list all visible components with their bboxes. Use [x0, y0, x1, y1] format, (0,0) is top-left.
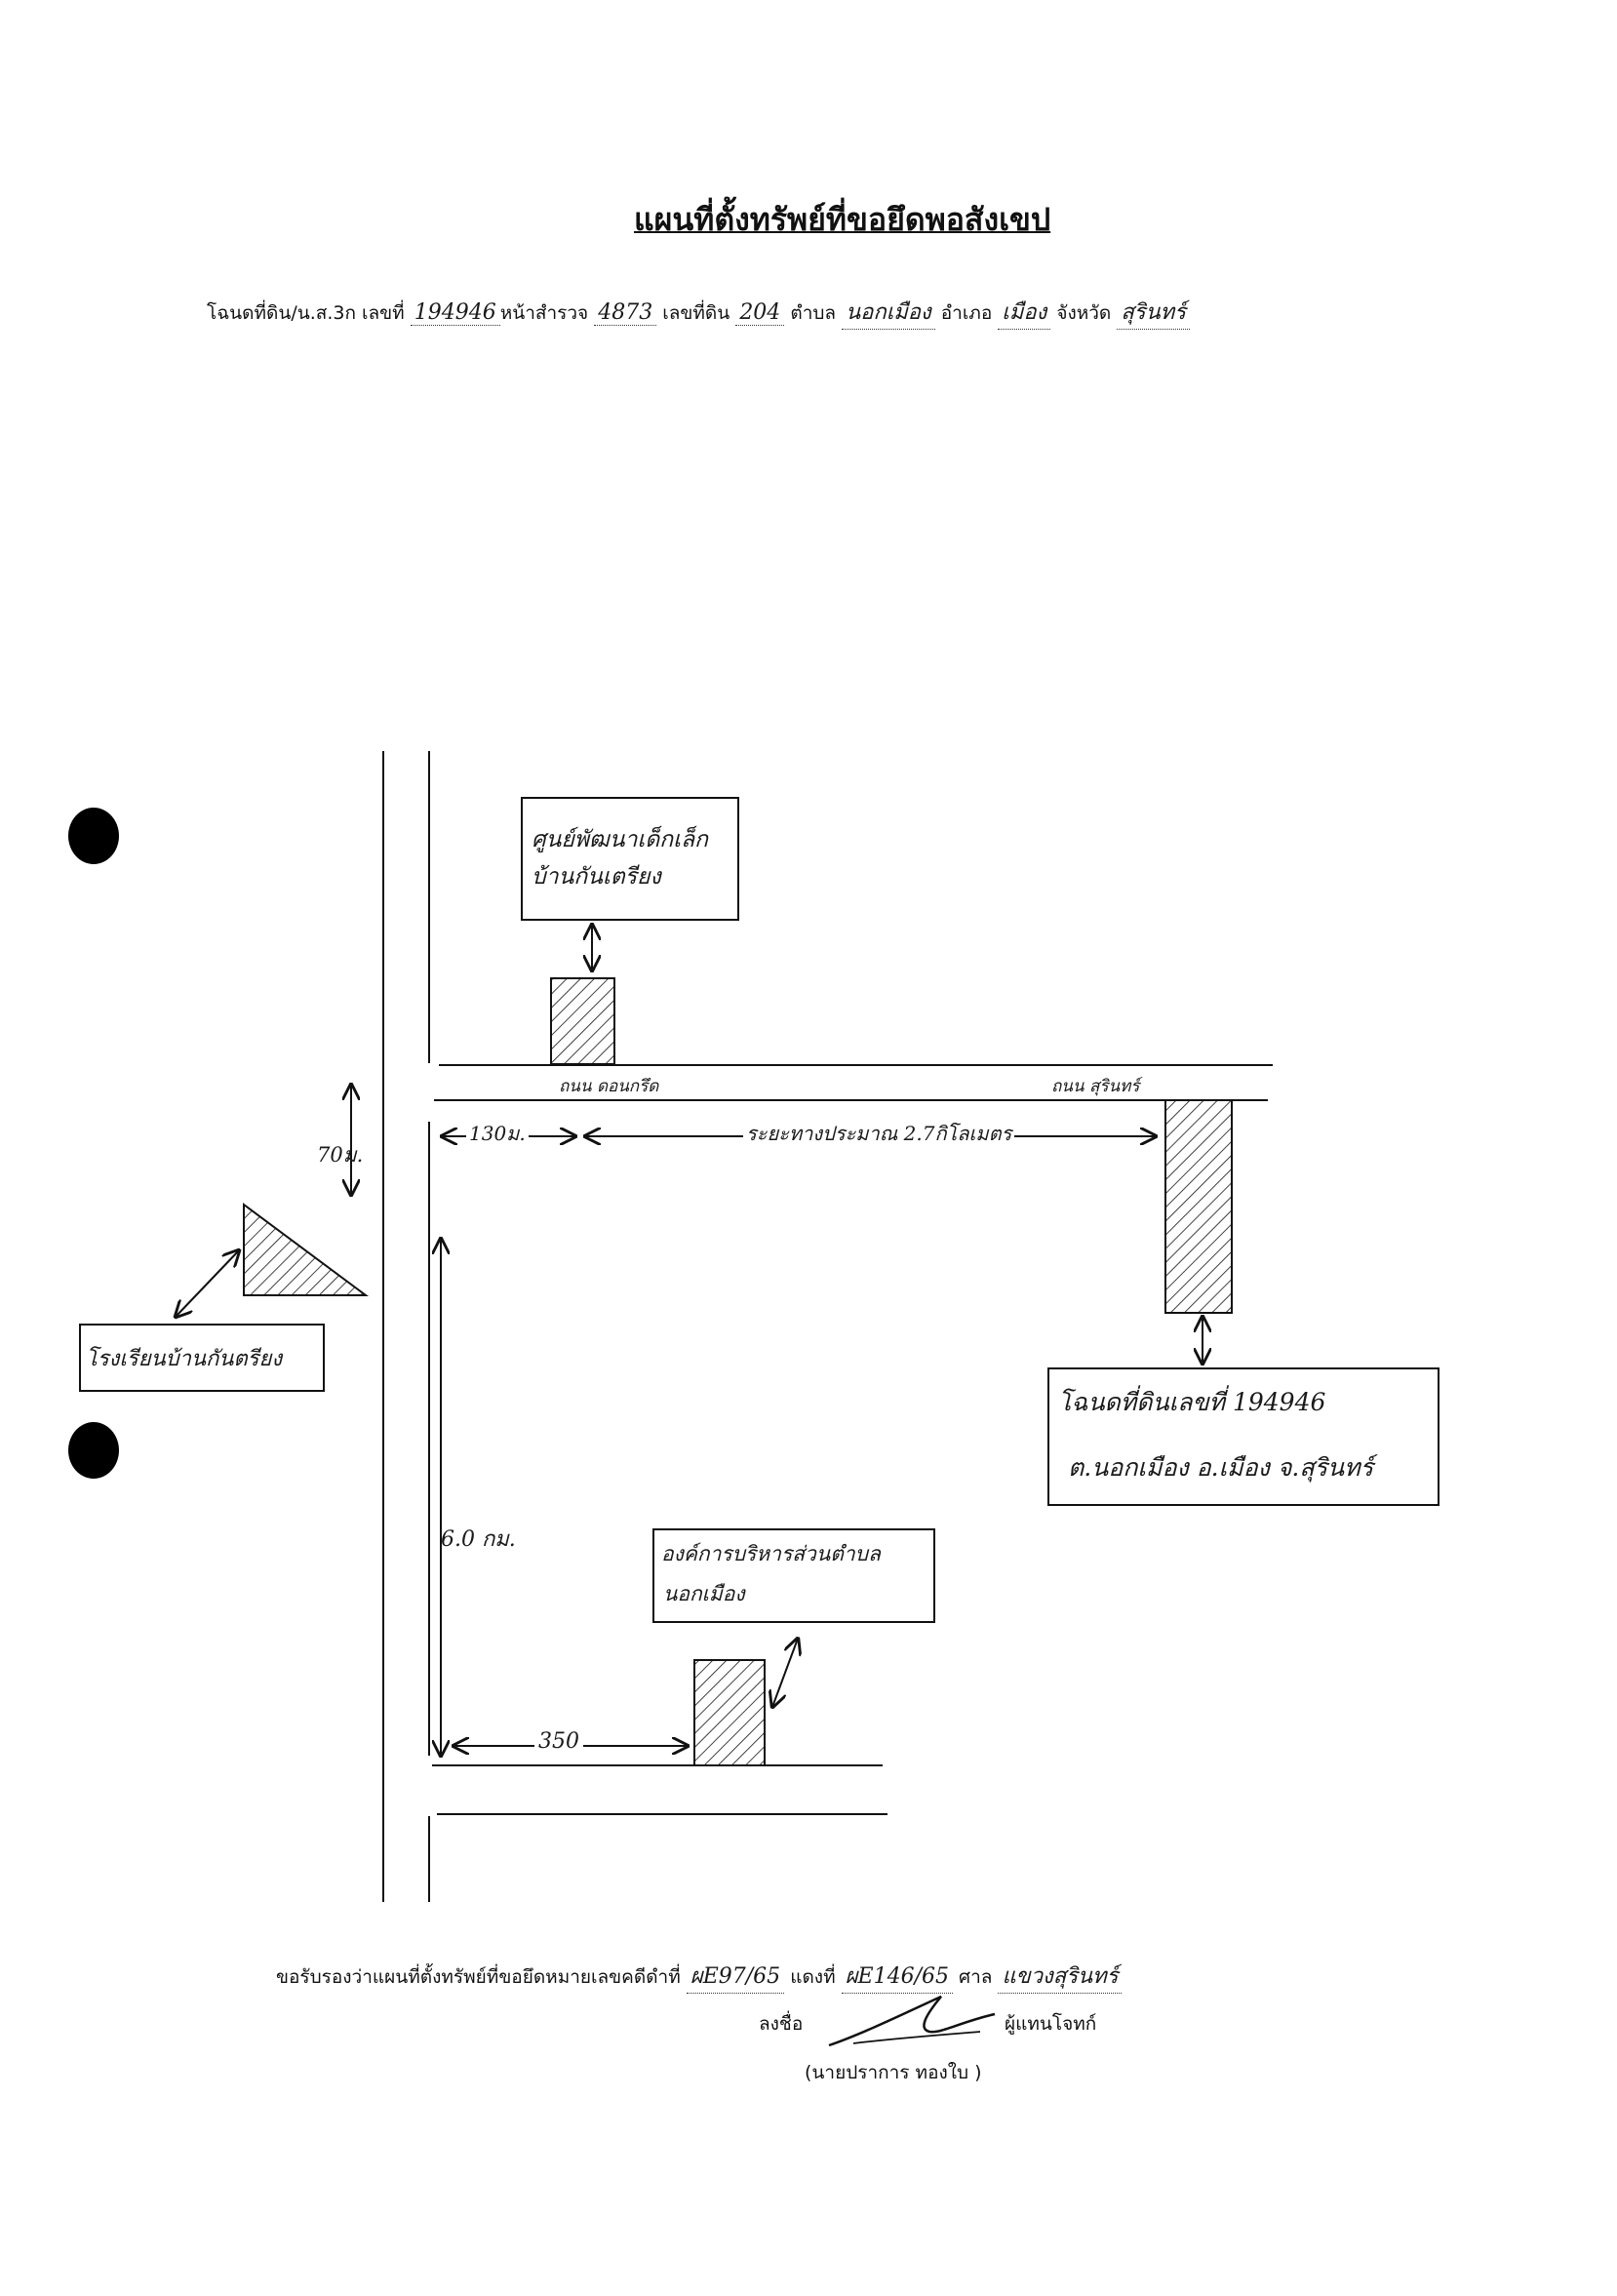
certification-text: ขอรับรองว่าแผนที่ตั้งทรัพย์ที่ขอยึดหมายเ… [276, 1966, 681, 1988]
school-label: โรงเรียนบ้านกันตรียง [86, 1347, 283, 1371]
plot-label-line1: โฉนดที่ดินเลขที่ 194946 [1058, 1388, 1326, 1416]
school-pointer-arrow [176, 1250, 239, 1317]
office-pointer-arrow [772, 1639, 798, 1707]
amphoe-value: เมือง [998, 295, 1051, 330]
court-value: แขวงสุรินทร์ [998, 1959, 1123, 1994]
deed-number-value: 194946 [410, 300, 500, 326]
center-label-box [521, 797, 739, 921]
office-label-line1: องค์การบริหารส่วนตำบล [661, 1542, 881, 1565]
black-case-number: ผE97/65 [686, 1959, 785, 1994]
dist-130-label: 130ม. [466, 1118, 529, 1149]
plot-label-box [1047, 1367, 1440, 1506]
red-case-label: แดงที่ [790, 1966, 836, 1988]
dist-70-label: 70ม. [317, 1143, 364, 1167]
dist-main-label: ระยะทางประมาณ 2.7กิโลเมตร [743, 1118, 1015, 1149]
land-no-value: 204 [735, 300, 785, 326]
tambon-value: นอกเมือง [842, 295, 935, 330]
amphoe-label: อำเภอ [940, 302, 993, 324]
tambon-label: ตำบล [790, 302, 837, 324]
signer-name: (นายปราการ ทองใบ ) [805, 2062, 982, 2083]
certification-line: ขอรับรองว่าแผนที่ตั้งทรัพย์ที่ขอยึดหมายเ… [276, 1959, 1123, 1994]
page-title: แผนที่ตั้งทรัพย์ที่ขอยึดพอสังเขป [634, 201, 1051, 238]
dist-6km-label: 6.0 กม. [441, 1527, 516, 1552]
red-case-number: ผE146/65 [841, 1959, 953, 1994]
center-building [550, 977, 615, 1065]
survey-value: 4873 [594, 300, 657, 326]
school-label-box [79, 1324, 325, 1392]
punch-hole-top [68, 808, 119, 864]
dist-350-label: 350 [534, 1729, 583, 1754]
province-label: จังหวัด [1056, 302, 1112, 324]
signer-role: ผู้แทนโจทก์ [1005, 2013, 1097, 2035]
province-value: สุรินทร์ [1117, 295, 1190, 330]
target-plot [1164, 1099, 1233, 1314]
school-building [243, 1203, 370, 1296]
plot-label-line2: ต.นอกเมือง อ.เมือง จ.สุรินทร์ [1068, 1453, 1374, 1482]
office-label-line2: นอกเมือง [663, 1582, 745, 1605]
deed-type-label: โฉนดที่ดิน/น.ส.3ก [207, 302, 356, 324]
office-building [693, 1659, 766, 1766]
court-label: ศาล [959, 1966, 993, 1988]
land-no-label: เลขที่ดิน [662, 302, 730, 324]
survey-label: หน้าสำรวจ [499, 302, 589, 324]
deed-number-label: เลขที่ [362, 302, 405, 324]
signature-image [828, 1995, 996, 2047]
punch-hole-bottom [68, 1422, 119, 1479]
office-label-box [652, 1528, 935, 1623]
center-label: ศูนย์พัฒนาเด็กเล็ก บ้านกันเตรียง [532, 827, 708, 890]
road-label-left: ถนน ดอนกรึด [559, 1077, 659, 1096]
sign-label: ลงชื่อ [759, 2013, 804, 2035]
road-label-right: ถนน สุรินทร์ [1051, 1077, 1140, 1096]
